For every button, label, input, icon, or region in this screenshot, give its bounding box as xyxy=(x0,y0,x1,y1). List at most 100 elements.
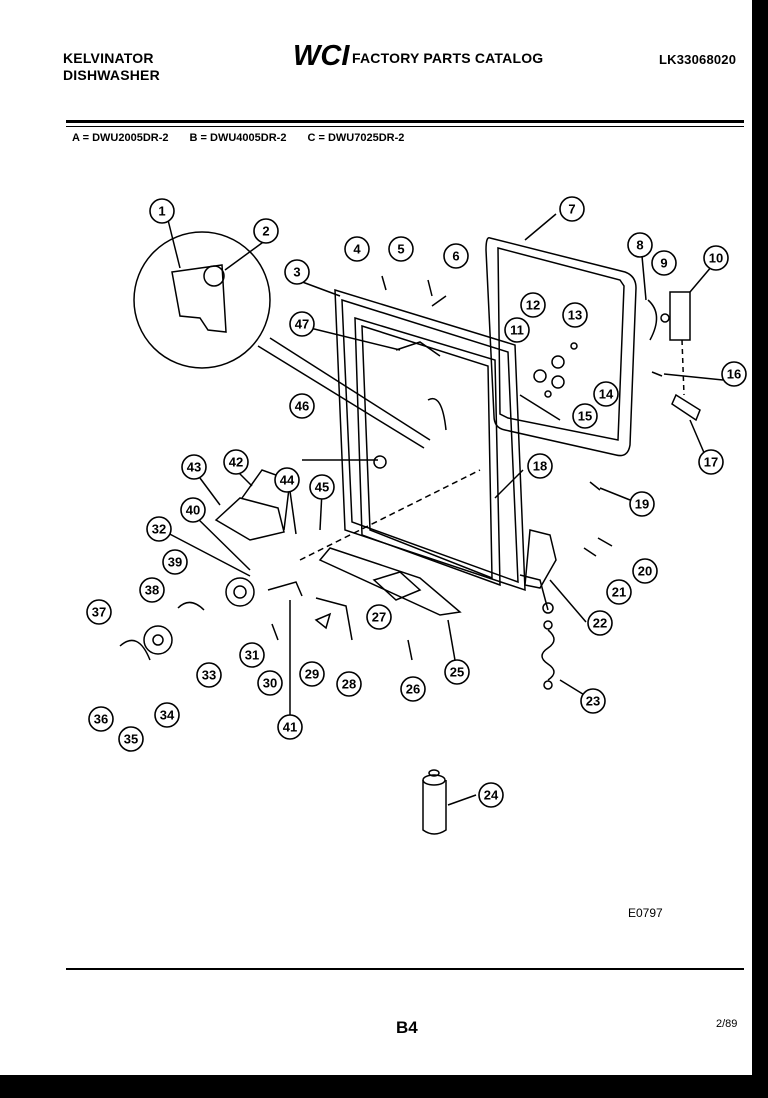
svg-text:23: 23 xyxy=(586,694,600,709)
callout-32: 32 xyxy=(146,516,172,542)
leader-32 xyxy=(161,529,251,577)
callout-31: 31 xyxy=(239,642,265,668)
wci-logo-text: WCI xyxy=(293,40,350,70)
leader-detail-2 xyxy=(257,345,425,449)
leader-10 xyxy=(689,265,713,293)
svg-text:33: 33 xyxy=(202,668,216,683)
screw-4 xyxy=(381,275,387,291)
latch-knob-8 xyxy=(647,299,658,341)
callout-11: 11 xyxy=(504,317,530,343)
svg-text:35: 35 xyxy=(124,732,138,747)
latch-9 xyxy=(660,313,670,323)
assembly-line-1 xyxy=(299,469,481,561)
svg-text:22: 22 xyxy=(593,616,607,631)
model-a: A = DWU2005DR-2 xyxy=(72,132,169,144)
callout-28: 28 xyxy=(336,671,362,697)
leader-7 xyxy=(524,213,557,241)
leader-8 xyxy=(641,255,647,301)
svg-text:13: 13 xyxy=(568,308,582,323)
callout-23: 23 xyxy=(580,688,606,714)
screw-19 xyxy=(589,481,601,491)
svg-text:44: 44 xyxy=(280,473,295,488)
svg-text:32: 32 xyxy=(152,522,166,537)
leader-22 xyxy=(549,579,587,623)
svg-text:36: 36 xyxy=(94,712,108,727)
callout-2: 2 xyxy=(253,218,279,244)
callout-33: 33 xyxy=(196,662,222,688)
callout-37: 37 xyxy=(86,599,112,625)
svg-text:19: 19 xyxy=(635,497,649,512)
door-gasket xyxy=(485,237,637,457)
callout-17: 17 xyxy=(698,449,724,475)
spring-hook-top xyxy=(543,620,553,630)
callout-44: 44 xyxy=(274,467,300,493)
model-c: C = DWU7025DR-2 xyxy=(307,132,405,144)
callout-22: 22 xyxy=(587,610,613,636)
lever-41 xyxy=(267,581,303,597)
header-rule-thin xyxy=(66,126,744,127)
svg-text:38: 38 xyxy=(145,583,159,598)
rinse-dispenser-39 xyxy=(225,577,255,607)
bracket-27 xyxy=(372,571,422,601)
lower-bracket-25 xyxy=(318,547,462,616)
callout-16: 16 xyxy=(721,361,747,387)
screw-16 xyxy=(651,371,663,377)
callout-19: 19 xyxy=(629,491,655,517)
callout-42: 42 xyxy=(223,449,249,475)
catalog-number: LK33068020 xyxy=(659,52,737,67)
svg-text:29: 29 xyxy=(305,667,319,682)
callout-3: 3 xyxy=(284,259,310,285)
callout-30: 30 xyxy=(257,670,283,696)
svg-text:11: 11 xyxy=(510,323,524,338)
leader-18 xyxy=(494,469,524,499)
svg-text:6: 6 xyxy=(452,249,459,264)
dispenser-cover-43 xyxy=(214,497,285,541)
leader-17 xyxy=(689,419,706,456)
knob-core xyxy=(152,634,164,646)
callout-20: 20 xyxy=(632,558,658,584)
svg-text:34: 34 xyxy=(160,708,175,723)
screw-30 xyxy=(271,623,279,641)
grommet-14 xyxy=(551,375,565,389)
rinse-dispenser-core xyxy=(233,585,247,599)
svg-text:26: 26 xyxy=(406,682,420,697)
exploded-parts-diagram: 1 2 3 4 5 6 7 8 9 10 11 12 13 14 15 16 1… xyxy=(86,196,747,835)
svg-text:24: 24 xyxy=(484,788,499,803)
leader-47 xyxy=(301,325,401,351)
svg-text:45: 45 xyxy=(315,480,329,495)
leader-3 xyxy=(296,279,341,297)
svg-text:42: 42 xyxy=(229,455,243,470)
svg-text:37: 37 xyxy=(92,605,106,620)
svg-text:2: 2 xyxy=(262,224,269,239)
callout-18: 18 xyxy=(527,453,553,479)
leader-16 xyxy=(663,373,724,381)
svg-text:40: 40 xyxy=(186,503,200,518)
callout-36: 36 xyxy=(88,706,114,732)
cylinder-body xyxy=(422,780,447,835)
svg-text:9: 9 xyxy=(660,256,667,271)
svg-text:43: 43 xyxy=(187,460,201,475)
cylinder-cap xyxy=(428,769,440,777)
latch-line xyxy=(681,339,685,396)
callout-7: 7 xyxy=(559,196,585,222)
callout-43: 43 xyxy=(181,454,207,480)
door-panel-edge xyxy=(341,298,519,584)
grommet-11 xyxy=(533,369,547,383)
grommet-12 xyxy=(551,355,565,369)
washer-15 xyxy=(544,390,552,398)
svg-text:21: 21 xyxy=(612,585,626,600)
washer-13 xyxy=(570,342,578,350)
product-type: DISHWASHER xyxy=(63,67,160,83)
latch-housing xyxy=(669,291,691,341)
screw-26 xyxy=(407,639,413,661)
spring-38 xyxy=(177,601,205,611)
svg-text:10: 10 xyxy=(709,251,723,266)
hinge-bracket xyxy=(524,529,557,589)
svg-text:20: 20 xyxy=(638,564,652,579)
callout-47: 47 xyxy=(289,311,315,337)
callout-41: 41 xyxy=(277,714,303,740)
wire-clip xyxy=(427,397,447,431)
hinge-pin xyxy=(542,602,554,614)
svg-text:15: 15 xyxy=(578,409,592,424)
leader-2 xyxy=(224,239,267,271)
